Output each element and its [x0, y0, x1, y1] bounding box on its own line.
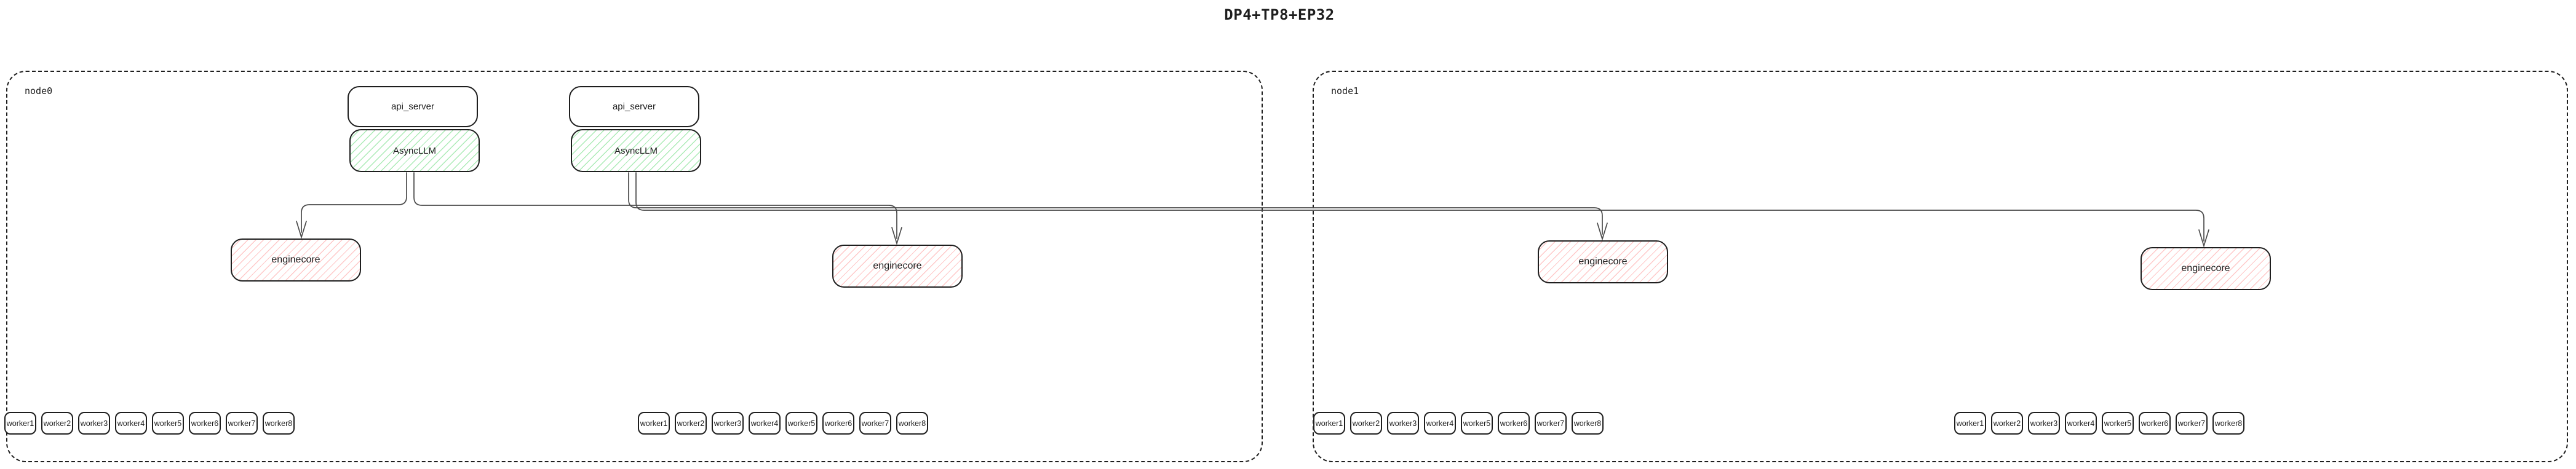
arrowhead-enginecore2 [891, 227, 902, 245]
asyncllm-box-1: AsyncLLM [349, 129, 480, 172]
enginecore-box-2: enginecore [832, 245, 963, 288]
worker-box: worker3 [712, 412, 744, 435]
worker-box: worker8 [896, 412, 928, 435]
diagram-title: DP4+TP8+EP32 [1224, 6, 1335, 23]
arrowhead-enginecore3 [1597, 223, 1608, 241]
worker-box: worker5 [152, 412, 184, 435]
worker-box: worker1 [1313, 412, 1345, 435]
enginecore-box-4: enginecore [2141, 247, 2271, 290]
api-server-box-1: api_server [348, 86, 478, 127]
worker-box: worker8 [2212, 412, 2244, 435]
node1-label: node1 [1331, 85, 1359, 97]
worker-box: worker6 [1498, 412, 1530, 435]
worker-box: worker7 [226, 412, 258, 435]
worker-box: worker4 [1424, 412, 1456, 435]
worker-box: worker6 [822, 412, 854, 435]
node0-label: node0 [25, 85, 53, 97]
worker-box: worker7 [1535, 412, 1567, 435]
arrowhead-enginecore4 [2198, 229, 2209, 248]
worker-box: worker5 [2102, 412, 2134, 435]
worker-box: worker7 [2176, 412, 2208, 435]
worker-box: worker5 [785, 412, 817, 435]
worker-box: worker5 [1461, 412, 1493, 435]
node1-frame: node1 [1313, 71, 2568, 462]
worker-box: worker2 [675, 412, 707, 435]
worker-box: worker7 [859, 412, 891, 435]
worker-box: worker4 [115, 412, 147, 435]
edge-asyncllm1-enginecore2 [413, 172, 897, 239]
edge-asyncllm1-enginecore1 [301, 172, 407, 233]
edge-asyncllm2-enginecore4 [635, 172, 2204, 242]
worker-box: worker1 [1954, 412, 1986, 435]
edge-asyncllm2-enginecore3 [628, 172, 1603, 235]
asyncllm-box-2: AsyncLLM [571, 129, 701, 172]
worker-box: worker8 [1572, 412, 1604, 435]
worker-box: worker3 [1387, 412, 1419, 435]
worker-box: worker1 [4, 412, 36, 435]
worker-box: worker1 [638, 412, 670, 435]
worker-box: worker6 [189, 412, 221, 435]
enginecore-box-1: enginecore [231, 238, 361, 282]
node0-frame: node0 [6, 71, 1263, 462]
worker-box: worker3 [2028, 412, 2060, 435]
api-server-box-2: api_server [569, 86, 699, 127]
worker-box: worker3 [78, 412, 110, 435]
worker-box: worker2 [1991, 412, 2023, 435]
worker-box: worker8 [263, 412, 295, 435]
worker-box: worker2 [41, 412, 73, 435]
worker-box: worker6 [2139, 412, 2171, 435]
worker-box: worker4 [749, 412, 781, 435]
arrowhead-enginecore1 [296, 221, 307, 239]
worker-box: worker2 [1350, 412, 1382, 435]
worker-box: worker4 [2065, 412, 2097, 435]
enginecore-box-3: enginecore [1538, 240, 1668, 283]
